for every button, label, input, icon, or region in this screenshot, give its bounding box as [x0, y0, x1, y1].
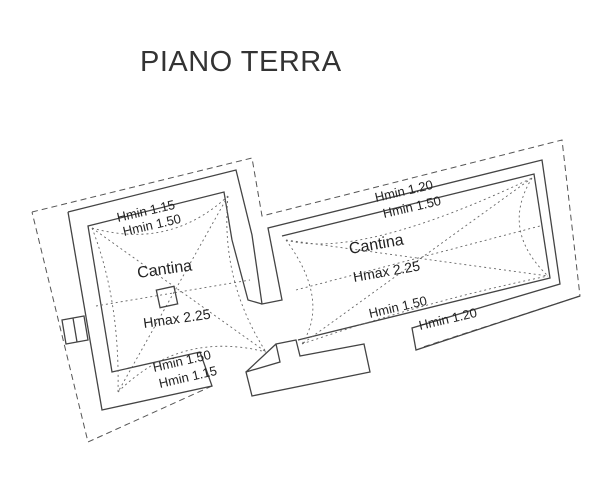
left-room-name: Cantina: [136, 257, 193, 282]
right-room-name: Cantina: [348, 232, 405, 258]
left-vault-curves: [91, 195, 267, 393]
left-room-lower-wall: [231, 239, 263, 305]
right-room-inner-wall: [281, 173, 551, 341]
left-room-hmax: Hmax 2.25: [142, 306, 211, 331]
property-boundary: [31, 139, 581, 443]
right-room-hmin-3: Hmin 1.50: [367, 293, 428, 321]
right-room-hmin-4: Hmin 1.20: [417, 305, 478, 333]
left-room-wall: [67, 159, 581, 351]
right-vault-curves: [285, 177, 549, 345]
left-window: [61, 315, 89, 345]
entrance-steps: [245, 339, 371, 397]
plan-title: PIANO TERRA: [140, 46, 342, 78]
right-room-hmax: Hmax 2.25: [352, 257, 422, 285]
column: [155, 285, 179, 309]
left-room-inner-wall: [67, 191, 233, 411]
